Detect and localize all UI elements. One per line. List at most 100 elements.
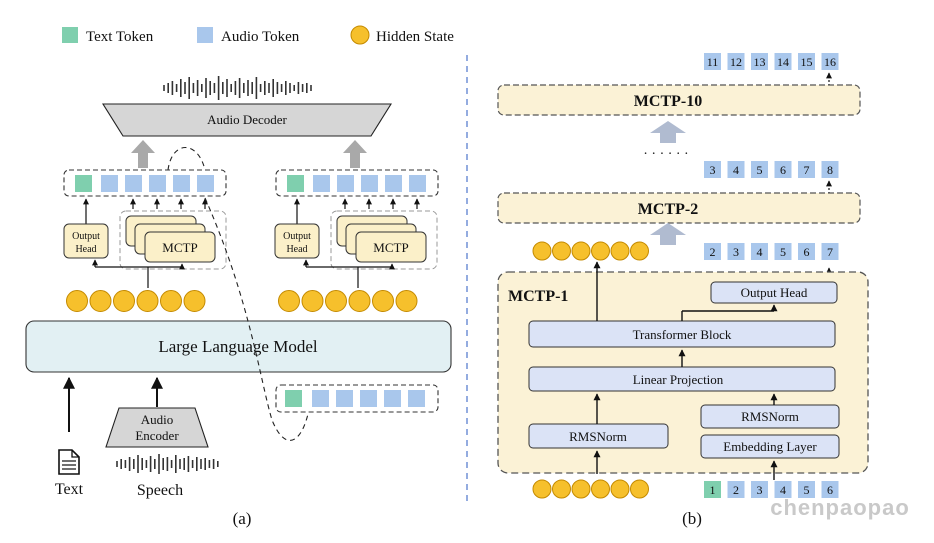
numbered-token-label: 13 xyxy=(754,55,766,69)
hidden-state xyxy=(552,241,571,261)
hidden-state xyxy=(591,241,610,261)
numbered-token-label: 5 xyxy=(757,163,763,177)
output-head-label-2a: Output xyxy=(283,231,311,242)
numbered-token-label: 1 xyxy=(710,483,716,497)
audio-token xyxy=(361,175,378,192)
legend-text-token-label: Text Token xyxy=(86,29,154,45)
mctp10-block xyxy=(497,84,861,116)
watermark: chenpaopao xyxy=(770,495,910,520)
hidden-state xyxy=(552,479,571,499)
numbered-token-label: 7 xyxy=(827,245,833,259)
numbered-token-label: 5 xyxy=(804,483,810,497)
hidden-state xyxy=(571,479,591,499)
audio-token xyxy=(149,175,166,192)
numbered-token xyxy=(774,481,792,498)
audio-decoder-label: Audio Decoder xyxy=(207,112,287,127)
audio-token xyxy=(337,175,354,192)
audio-token xyxy=(197,175,214,192)
hidden-state xyxy=(278,290,300,312)
mctp-stack-arrow-upper xyxy=(650,121,686,143)
mctp-ellipsis: · · · · · · xyxy=(643,147,688,162)
numbered-token xyxy=(704,53,721,70)
numbered-token-label: 6 xyxy=(827,483,833,497)
hidden-state xyxy=(610,479,630,499)
rmsnorm-right-block xyxy=(700,404,840,429)
numbered-token xyxy=(704,481,721,498)
legend-text-token-swatch xyxy=(62,27,78,43)
numbered-token xyxy=(798,53,815,70)
llm-block xyxy=(25,320,452,373)
numbered-token-label: 12 xyxy=(730,55,742,69)
caption-a: (a) xyxy=(233,509,252,528)
waveform-output xyxy=(163,76,312,100)
numbered-token-label: 4 xyxy=(733,163,739,177)
hidden-state xyxy=(66,290,88,312)
numbered-token xyxy=(798,243,815,260)
audio-token xyxy=(173,175,190,192)
mctp-output-arrows-2 xyxy=(342,198,420,209)
legend-audio-token-label: Audio Token xyxy=(221,29,300,45)
numbered-token-label: 4 xyxy=(757,245,763,259)
hidden-state xyxy=(610,241,630,261)
numbered-token-label: 6 xyxy=(804,245,810,259)
rmsnorm-left-label: RMSNorm xyxy=(569,429,627,444)
output-head-label-1a: Output xyxy=(72,231,100,242)
numbered-token-label: 3 xyxy=(710,163,716,177)
audio-token xyxy=(125,175,142,192)
output-head-block-2 xyxy=(274,223,320,259)
numbered-token xyxy=(751,243,768,260)
numbered-token xyxy=(751,161,768,178)
numbered-token-label: 14 xyxy=(777,55,789,69)
numbered-token xyxy=(821,53,839,70)
numbered-token xyxy=(798,161,815,178)
audio-encoder-block xyxy=(105,407,209,448)
rmsnorm-left-block xyxy=(528,423,669,449)
waveform-input xyxy=(116,454,219,474)
mctp-stack-frame-2 xyxy=(330,210,438,270)
input-token-row xyxy=(275,384,439,413)
mctp-stack-frame-1 xyxy=(119,210,227,270)
speech-input-label: Speech xyxy=(137,482,183,499)
legend: Text Token Audio Token Hidden State xyxy=(62,25,454,45)
output-head-label-1b: Head xyxy=(75,244,96,255)
legend-hidden-state-label: Hidden State xyxy=(376,29,454,45)
numbered-token xyxy=(704,243,721,260)
numbered-token xyxy=(751,481,768,498)
numbered-token xyxy=(774,53,792,70)
rmsnorm-right-label: RMSNorm xyxy=(741,409,799,424)
hidden-state-input xyxy=(532,479,649,499)
numbered-token-label: 2 xyxy=(710,245,716,259)
text-token xyxy=(287,175,304,192)
mctp10-label: MCTP-10 xyxy=(634,93,702,110)
numbered-token xyxy=(774,161,792,178)
mctp-label-1: MCTP xyxy=(162,240,197,255)
mctp-output-arrows-1 xyxy=(130,198,208,209)
audio-token xyxy=(409,175,426,192)
document-icon xyxy=(58,449,80,475)
decoder-input-arrow-right xyxy=(343,140,367,168)
feedback-curve xyxy=(167,146,206,171)
numbered-token-label: 2 xyxy=(733,483,739,497)
hidden-state xyxy=(325,290,347,312)
hidden-state-row-2 xyxy=(278,290,418,312)
numbered-token-label: 4 xyxy=(780,483,786,497)
hidden-state xyxy=(348,290,371,312)
embedding-layer-block xyxy=(700,434,840,459)
audio-encoder-label-2: Encoder xyxy=(135,428,179,443)
numbered-token-label: 15 xyxy=(801,55,813,69)
hidden-state xyxy=(89,290,112,312)
decoder-input-arrow-left xyxy=(131,140,155,168)
numbered-token-label: 8 xyxy=(827,163,833,177)
hidden-state xyxy=(301,290,324,312)
audio-token xyxy=(101,175,118,192)
numbered-token-label: 7 xyxy=(804,163,810,177)
mctp2-label: MCTP-2 xyxy=(638,201,698,218)
numbered-token xyxy=(821,481,839,498)
hidden-state xyxy=(591,479,610,499)
numbered-token-label: 11 xyxy=(707,55,719,69)
numbered-token-label: 5 xyxy=(780,245,786,259)
mctp1-label: MCTP-1 xyxy=(508,288,568,305)
